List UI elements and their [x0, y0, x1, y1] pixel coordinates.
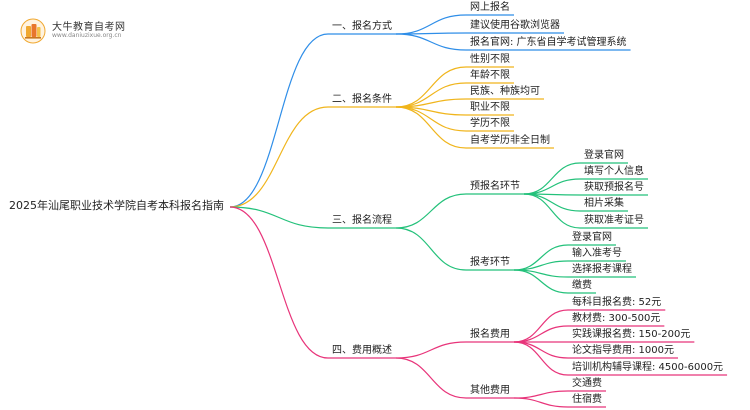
branch-1-label: 一、报名方式	[332, 21, 392, 32]
b4-sub-1-label-link	[395, 341, 467, 359]
b2-item-2: 年龄不限	[470, 70, 510, 81]
site-logo: 大牛教育自考网 www.daniuzixue.org.cn	[20, 16, 140, 46]
b3-s2-item-2: 输入准考号	[572, 248, 622, 259]
b2-item-4: 职业不限	[470, 102, 510, 113]
b3-s1-item-3: 获取预报名号	[584, 182, 644, 193]
b4-s2-item-2: 住宿费	[572, 394, 602, 405]
branch-4-label: 四、费用概述	[332, 345, 392, 356]
b1-item-3-link	[395, 33, 467, 51]
b1-item-2: 建议使用谷歌浏览器	[470, 20, 560, 31]
b3-s2-item-4-link	[513, 269, 569, 294]
b4-s1-item-4: 论文指导费用: 1000元	[572, 345, 674, 356]
b3-sub-1-label-link	[395, 193, 467, 229]
b3-s2-item-4: 缴费	[572, 280, 592, 291]
branch-3-link	[229, 206, 329, 229]
b2-item-5: 学历不限	[470, 118, 510, 129]
b1-item-1-link	[395, 14, 467, 35]
b4-s1-item-2: 教材费: 300-500元	[572, 313, 661, 324]
b4-s1-item-3: 实践课报名费: 150-200元	[572, 329, 691, 340]
b3-sub-2-label: 报考环节	[470, 257, 510, 268]
b4-s1-item-5: 培训机构辅导课程: 4500-6000元	[572, 362, 724, 373]
logo-title: 大牛教育自考网	[52, 22, 126, 33]
b4-sub-2-label-link	[395, 357, 467, 399]
branch-1-link	[229, 33, 329, 208]
b3-s1-item-2: 填写个人信息	[584, 166, 644, 177]
b4-s2-item-2-link	[513, 397, 569, 408]
b2-item-6-link	[395, 106, 467, 149]
b3-s1-item-4: 相片采集	[584, 198, 624, 209]
b2-item-3: 民族、种族均可	[470, 86, 540, 97]
b2-item-1-link	[395, 66, 467, 108]
b3-s2-item-3: 选择报考课程	[572, 264, 632, 275]
b2-item-6: 自考学历非全日制	[470, 135, 550, 146]
b4-s2-item-1-link	[513, 390, 569, 399]
b3-s1-item-4-link	[523, 193, 581, 212]
b3-s1-item-1-link	[523, 162, 581, 195]
b3-s2-item-1: 登录官网	[572, 232, 612, 243]
b3-s1-item-5: 获取准考证号	[584, 215, 644, 226]
branch-4-link	[229, 206, 329, 359]
b4-sub-1-label: 报名费用	[470, 329, 510, 340]
b3-s1-item-1: 登录官网	[584, 150, 624, 161]
b1-item-1: 网上报名	[470, 2, 510, 13]
branch-3-label: 三、报名流程	[332, 215, 392, 226]
b3-sub-2-label-link	[395, 227, 467, 271]
b3-s1-item-5-link	[523, 193, 581, 229]
branch-2-link	[229, 106, 329, 208]
b1-item-3: 报名官网: 广东省自学考试管理系统	[470, 37, 627, 48]
b4-s2-item-1: 交通费	[572, 378, 602, 389]
b4-s1-item-5-link	[513, 341, 569, 376]
b3-s2-item-1-link	[513, 244, 569, 271]
root-node: 2025年汕尾职业技术学院自考本科报名指南	[9, 199, 224, 212]
branch-2-label: 二、报名条件	[332, 94, 392, 105]
b4-s1-item-1: 每科目报名费: 52元	[572, 297, 662, 308]
b4-sub-2-label: 其他费用	[470, 385, 510, 396]
b2-item-1: 性别不限	[470, 54, 510, 65]
b4-s1-item-2-link	[513, 325, 569, 343]
logo-url: www.daniuzixue.org.cn	[52, 32, 122, 39]
b3-sub-1-label: 预报名环节	[470, 181, 520, 192]
books-icon	[20, 18, 46, 44]
b3-s1-item-2-link	[523, 178, 581, 195]
b4-s1-item-4-link	[513, 341, 569, 359]
